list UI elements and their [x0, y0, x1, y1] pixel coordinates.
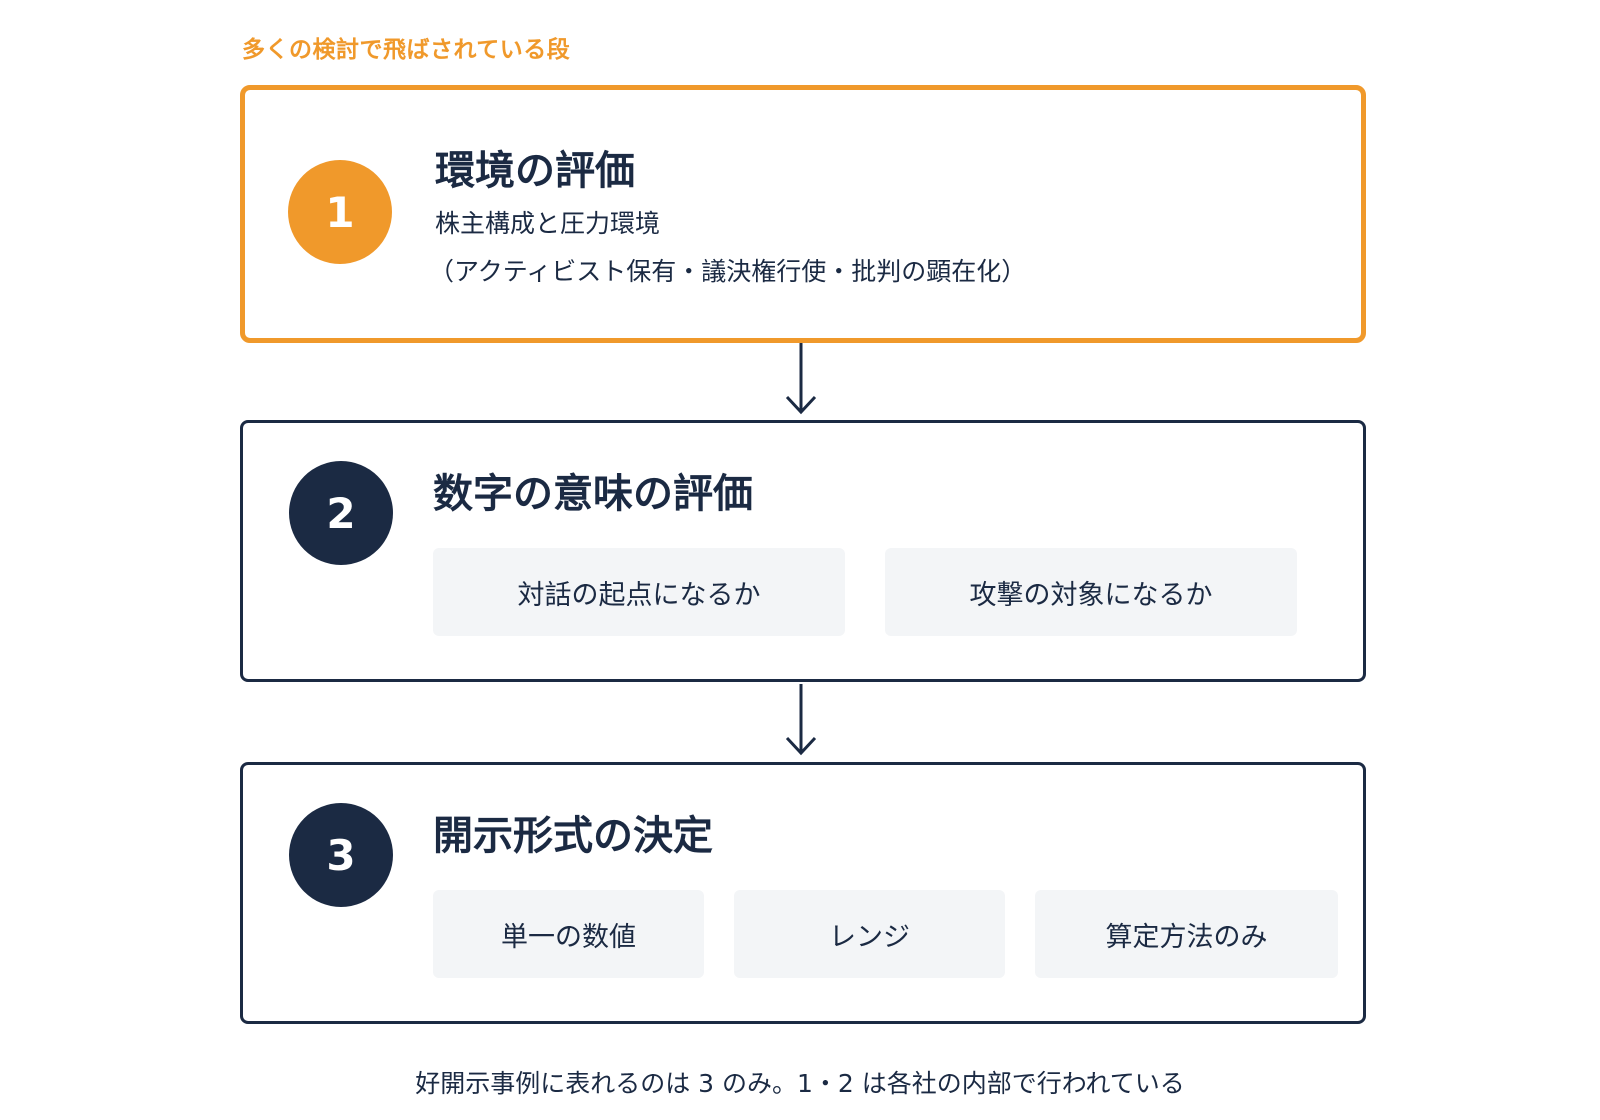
- step-3-box: 3 開示形式の決定 単一の数値 レンジ 算定方法のみ: [240, 762, 1366, 1024]
- step-3-option-method-only: 算定方法のみ: [1035, 890, 1338, 978]
- footer-note: 好開示事例に表れるのは 3 のみ。1・2 は各社の内部で行われている: [415, 1069, 1185, 1098]
- step-2-option-attack: 攻撃の対象になるか: [885, 548, 1297, 636]
- step-1-description-line2: （アクティビスト保有・議決権行使・批判の顕在化）: [429, 257, 1027, 286]
- step-3-option-single-value: 単一の数値: [433, 890, 704, 978]
- step-2-number-badge: 2: [289, 461, 393, 565]
- step-1-title: 環境の評価: [435, 148, 635, 194]
- arrow-down-icon: [785, 684, 817, 756]
- arrow-down-icon: [785, 343, 817, 415]
- step-1-box: 1 環境の評価 株主構成と圧力環境 （アクティビスト保有・議決権行使・批判の顕在…: [240, 85, 1366, 343]
- step-3-option-range: レンジ: [734, 890, 1005, 978]
- step-2-box: 2 数字の意味の評価 対話の起点になるか 攻撃の対象になるか: [240, 420, 1366, 682]
- step-3-title: 開示形式の決定: [433, 813, 713, 859]
- skipped-step-label: 多くの検討で飛ばされている段: [242, 37, 571, 63]
- step-1-description-line1: 株主構成と圧力環境: [435, 209, 661, 238]
- step-1-number-badge: 1: [288, 160, 392, 264]
- step-2-option-dialogue: 対話の起点になるか: [433, 548, 845, 636]
- step-2-title: 数字の意味の評価: [433, 471, 753, 517]
- step-3-number-badge: 3: [289, 803, 393, 907]
